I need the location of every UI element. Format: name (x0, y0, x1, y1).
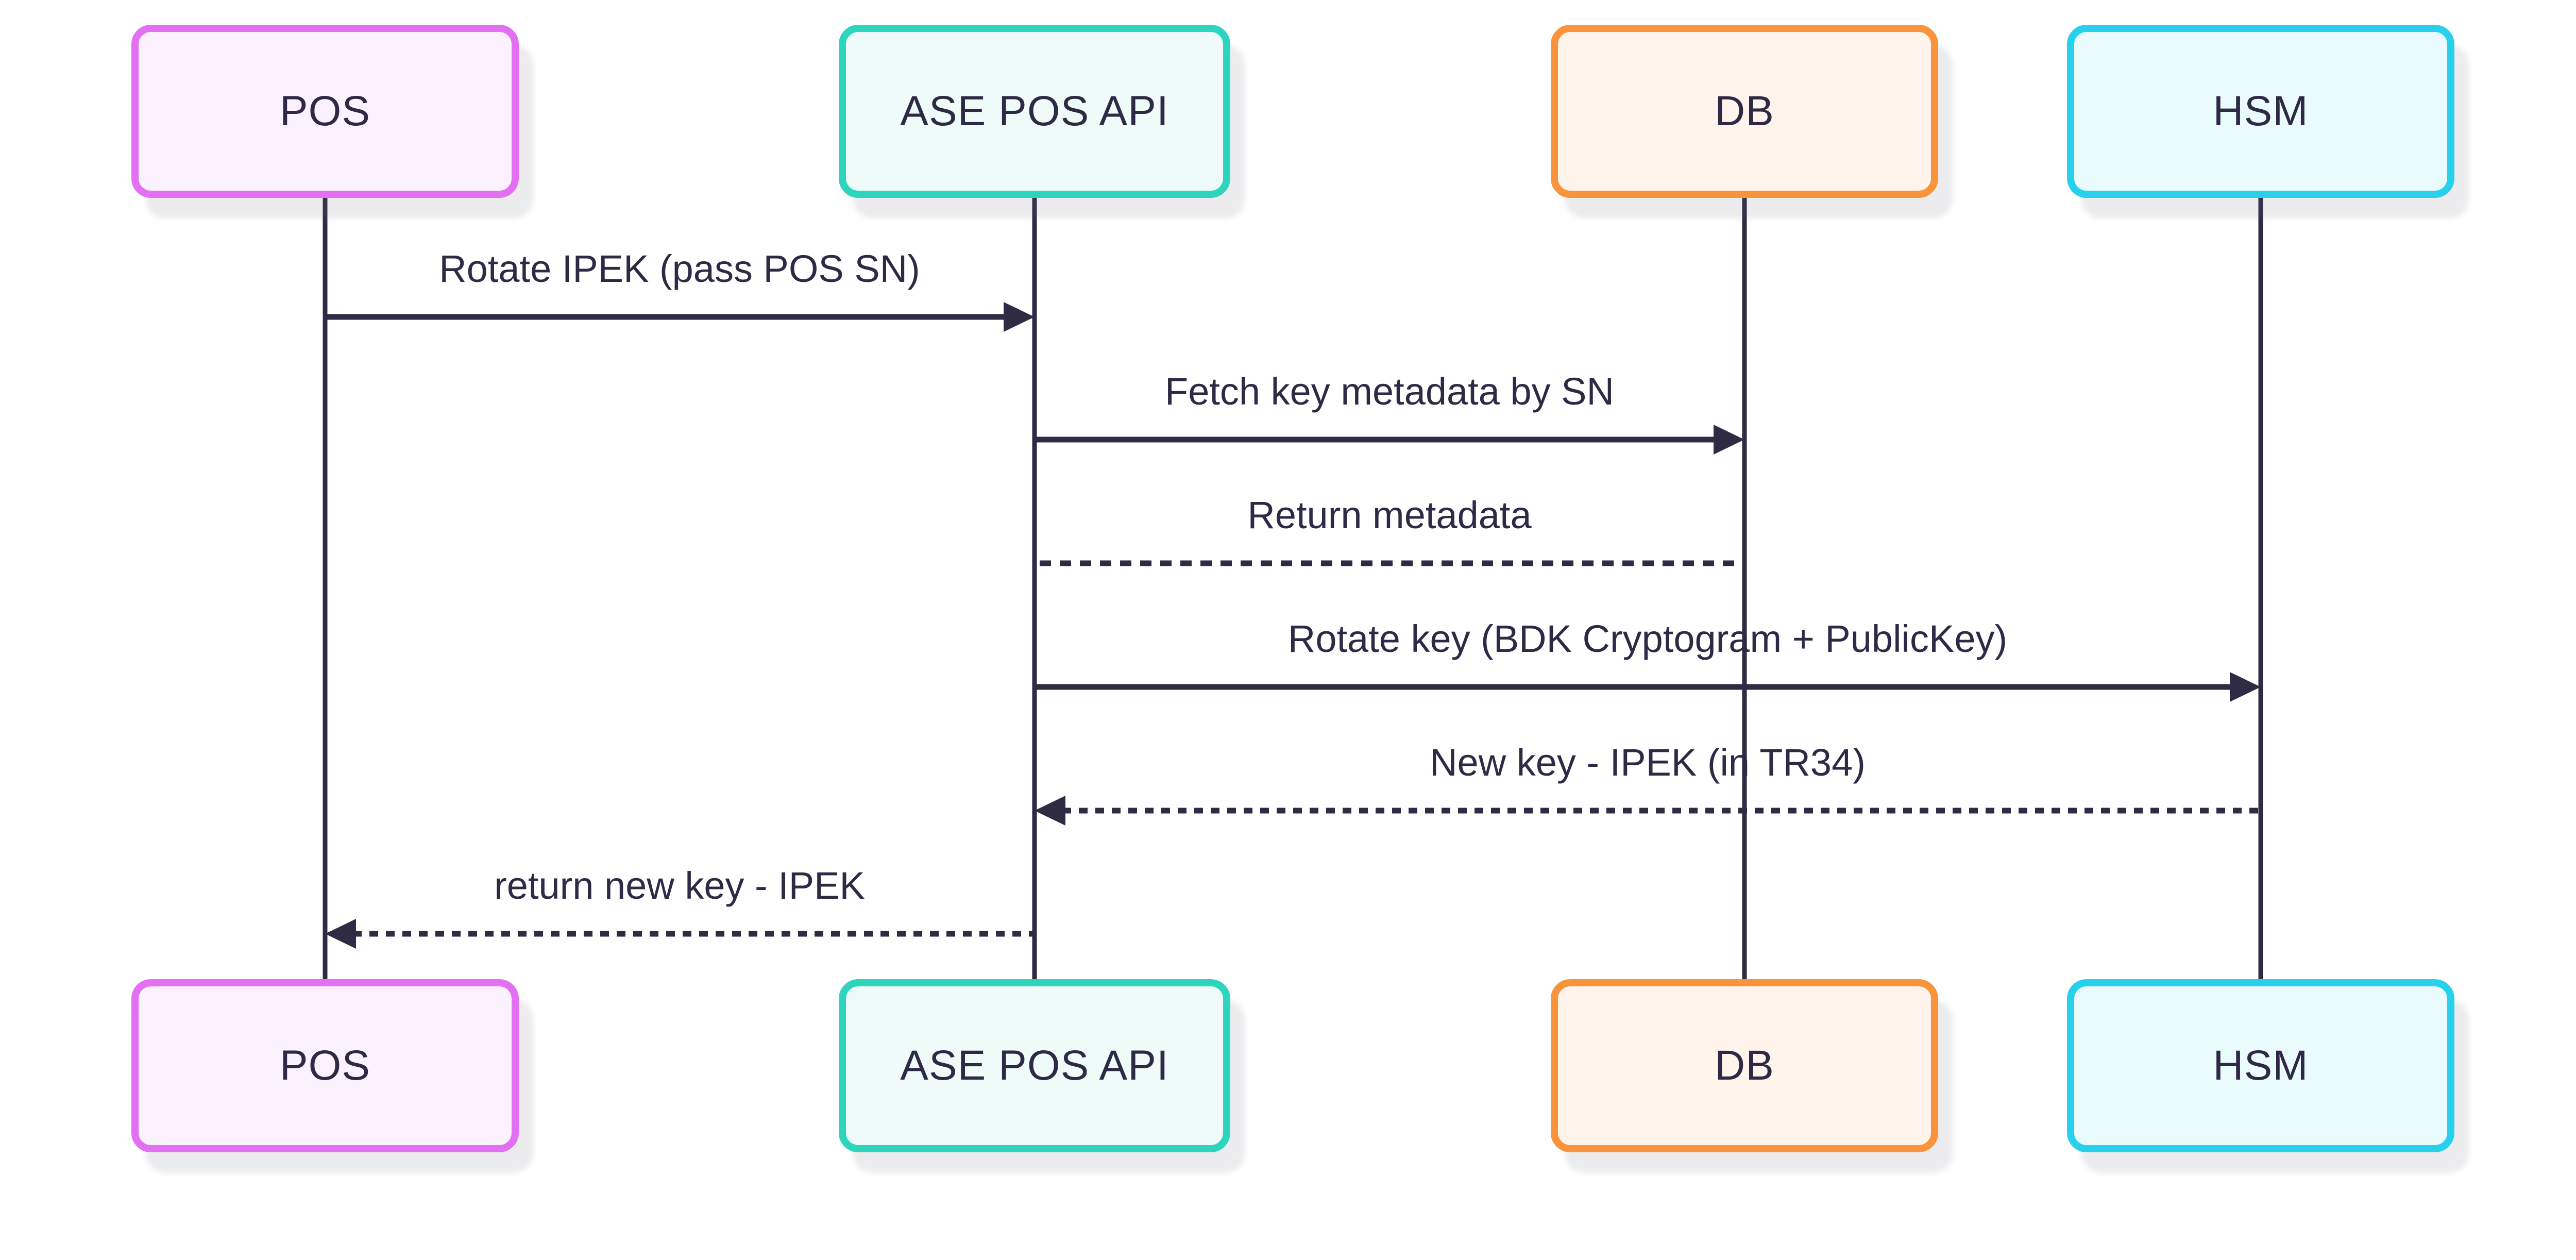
arrowhead-right-4 (2230, 672, 2261, 702)
actor-label: POS (279, 1042, 371, 1089)
actor-label: POS (279, 88, 371, 135)
arrowhead-right-1 (1004, 302, 1035, 332)
message-label-3: Return metadata (1247, 494, 1532, 536)
actor-label: ASE POS API (900, 88, 1169, 135)
actor-label: ASE POS API (900, 1042, 1169, 1089)
arrowhead-left-5 (1035, 796, 1065, 826)
message-label-4: Rotate key (BDK Cryptogram + PublicKey) (1287, 617, 2008, 660)
actor-label: HSM (2213, 1042, 2309, 1089)
actor-bottom-ase-pos-api: ASE POS API (839, 979, 1230, 1152)
message-label-2: Fetch key metadata by SN (1165, 370, 1614, 413)
actor-label: DB (1715, 88, 1774, 135)
message-label-5: New key - IPEK (in TR34) (1430, 741, 1866, 784)
actor-top-ase-pos-api: ASE POS API (839, 25, 1230, 198)
actor-top-hsm: HSM (2067, 25, 2454, 198)
actor-label: DB (1715, 1042, 1774, 1089)
actor-top-db: DB (1551, 25, 1938, 198)
actor-bottom-db: DB (1551, 979, 1938, 1152)
arrowhead-right-2 (1714, 425, 1744, 455)
actor-bottom-pos: POS (131, 979, 519, 1152)
actor-label: HSM (2213, 88, 2309, 135)
arrowhead-left-6 (325, 919, 356, 949)
actor-bottom-hsm: HSM (2067, 979, 2454, 1152)
actor-top-pos: POS (131, 25, 519, 198)
message-label-6: return new key - IPEK (494, 864, 865, 907)
message-label-1: Rotate IPEK (pass POS SN) (439, 247, 920, 290)
